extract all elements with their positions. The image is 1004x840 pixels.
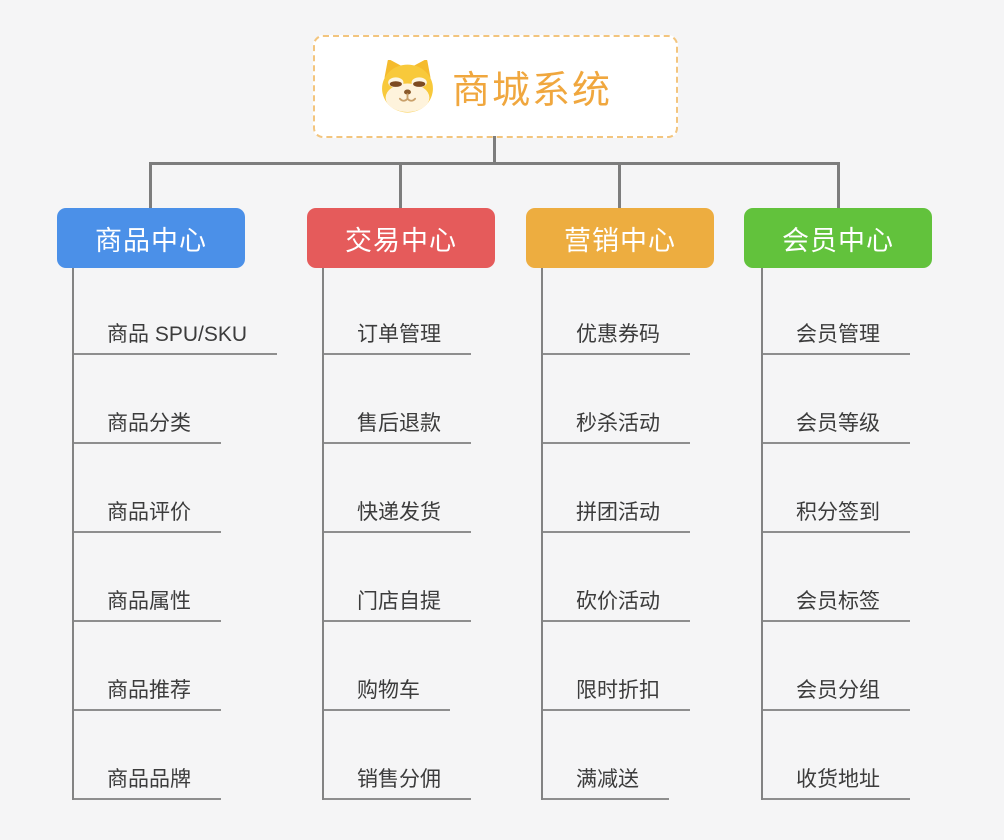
connector-root-stem bbox=[493, 136, 496, 163]
connector-drop-marketing bbox=[618, 162, 621, 209]
leaf-node[interactable]: 门店自提 bbox=[324, 533, 471, 622]
root-node-mall-system[interactable]: 商城系统 bbox=[313, 35, 678, 138]
leaf-node[interactable]: 商品属性 bbox=[74, 533, 221, 622]
leaf-node[interactable]: 商品分类 bbox=[74, 355, 221, 444]
leaf-node[interactable]: 售后退款 bbox=[324, 355, 471, 444]
leaf-node[interactable]: 拼团活动 bbox=[543, 444, 690, 533]
leaf-node[interactable]: 秒杀活动 bbox=[543, 355, 690, 444]
branch-label: 交易中心 bbox=[345, 225, 457, 256]
item-list-trade-center: 订单管理 售后退款 快递发货 门店自提 购物车 销售分佣 bbox=[322, 268, 471, 800]
branch-node-member-center[interactable]: 会员中心 bbox=[744, 208, 932, 268]
branch-node-trade-center[interactable]: 交易中心 bbox=[307, 208, 495, 268]
leaf-node[interactable]: 优惠券码 bbox=[543, 268, 690, 355]
leaf-node[interactable]: 砍价活动 bbox=[543, 533, 690, 622]
leaf-node[interactable]: 商品评价 bbox=[74, 444, 221, 533]
leaf-node[interactable]: 销售分佣 bbox=[324, 711, 471, 800]
leaf-node[interactable]: 会员分组 bbox=[763, 622, 910, 711]
item-list-product-center: 商品 SPU/SKU 商品分类 商品评价 商品属性 商品推荐 商品品牌 bbox=[72, 268, 278, 800]
connector-drop-trade bbox=[399, 162, 402, 209]
leaf-node[interactable]: 满减送 bbox=[543, 711, 669, 800]
leaf-node[interactable]: 订单管理 bbox=[324, 268, 471, 355]
connector-drop-member bbox=[837, 162, 840, 209]
leaf-node[interactable]: 限时折扣 bbox=[543, 622, 690, 711]
leaf-node[interactable]: 积分签到 bbox=[763, 444, 910, 533]
leaf-node[interactable]: 会员标签 bbox=[763, 533, 910, 622]
root-title: 商城系统 bbox=[451, 70, 612, 112]
branch-label: 商品中心 bbox=[95, 225, 207, 256]
leaf-node[interactable]: 购物车 bbox=[324, 622, 450, 711]
branch-label: 会员中心 bbox=[782, 225, 894, 256]
branch-node-marketing-center[interactable]: 营销中心 bbox=[526, 208, 714, 268]
leaf-node[interactable]: 会员等级 bbox=[763, 355, 910, 444]
leaf-node[interactable]: 会员管理 bbox=[763, 268, 910, 355]
connector-drop-product bbox=[149, 162, 152, 209]
branch-label: 营销中心 bbox=[564, 225, 676, 256]
connector-horizontal-bar bbox=[149, 162, 840, 165]
leaf-node[interactable]: 商品 SPU/SKU bbox=[74, 268, 278, 355]
item-list-member-center: 会员管理 会员等级 积分签到 会员标签 会员分组 收货地址 bbox=[761, 268, 910, 800]
leaf-node[interactable]: 商品推荐 bbox=[74, 622, 221, 711]
leaf-node[interactable]: 收货地址 bbox=[763, 711, 910, 800]
branch-node-product-center[interactable]: 商品中心 bbox=[57, 208, 245, 268]
leaf-node[interactable]: 快递发货 bbox=[324, 444, 471, 533]
shiba-dog-icon bbox=[379, 60, 436, 113]
leaf-node[interactable]: 商品品牌 bbox=[74, 711, 221, 800]
item-list-marketing-center: 优惠券码 秒杀活动 拼团活动 砍价活动 限时折扣 满减送 bbox=[541, 268, 690, 800]
